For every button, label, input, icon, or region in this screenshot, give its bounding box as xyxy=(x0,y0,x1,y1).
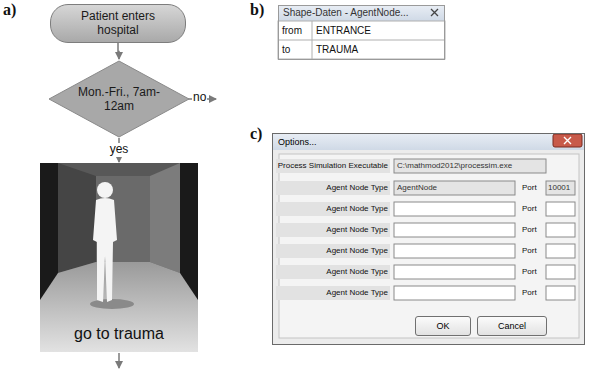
ok-button: OK xyxy=(415,316,471,336)
edge-label: yes xyxy=(108,143,131,157)
port-field xyxy=(546,223,575,237)
field-label: Port xyxy=(522,267,537,276)
panel-letter: a) xyxy=(3,1,16,19)
field-label-bar xyxy=(276,202,390,216)
exit-arrow xyxy=(118,353,120,368)
field-label: Agent Node Type xyxy=(276,204,388,213)
text-field xyxy=(394,159,546,173)
text-field xyxy=(394,265,515,279)
field-label: Agent Node Type xyxy=(276,246,388,255)
field-label-bar xyxy=(276,244,390,258)
shape-data-window xyxy=(278,5,445,59)
action-picture: go to trauma xyxy=(40,163,198,352)
decision-diamond: Mon.-Fri., 7am-12am xyxy=(48,60,190,138)
field-label: Agent Node Type xyxy=(276,183,388,192)
text-field xyxy=(394,244,515,258)
start-terminator: Patient enters hospital xyxy=(50,4,186,43)
field-label: ENTRANCE xyxy=(316,25,371,37)
panel-letter: c) xyxy=(250,125,262,143)
flow-arrow xyxy=(118,43,119,59)
port-field xyxy=(546,286,575,300)
field-label: Port xyxy=(522,183,537,192)
field-label: 10001 xyxy=(548,183,570,192)
field-label-bar xyxy=(276,159,390,173)
field-label: AgentNode xyxy=(397,183,437,192)
field-label: TRAUMA xyxy=(316,44,358,56)
field-label: from xyxy=(282,25,302,37)
field-label: Agent Node Type xyxy=(276,288,388,297)
node-text: Cancel xyxy=(498,321,526,332)
node-text: Mon.-Fri., 7am-12am xyxy=(78,85,160,114)
field-label: Process Simulation Executable xyxy=(276,161,388,170)
port-field xyxy=(546,181,575,195)
options-dialog xyxy=(272,133,585,345)
panel-letter: b) xyxy=(250,1,264,19)
node-text: Shape-Daten - AgentNode... xyxy=(283,7,440,19)
text-field xyxy=(394,286,515,300)
cancel-button: Cancel xyxy=(477,316,547,336)
field-label-bar xyxy=(276,223,390,237)
port-field xyxy=(546,202,575,216)
field-label: to xyxy=(282,44,290,56)
port-field xyxy=(546,244,575,258)
field-label: Port xyxy=(522,225,537,234)
port-field xyxy=(546,265,575,279)
field-label-bar xyxy=(276,286,390,300)
field-label: Agent Node Type xyxy=(276,267,388,276)
text-field xyxy=(394,202,515,216)
field-label: Port xyxy=(522,246,537,255)
field-label: no xyxy=(192,91,207,105)
node-text: Options... xyxy=(278,137,579,148)
field-label: Port xyxy=(522,288,537,297)
node-text: go to trauma xyxy=(74,324,164,343)
text-field xyxy=(394,181,515,195)
node-text: OK xyxy=(436,321,449,332)
field-label: C:\mathmod2012\processim.exe xyxy=(397,161,512,170)
room-illustration xyxy=(40,163,198,352)
field-label-bar xyxy=(276,265,390,279)
field-label-bar xyxy=(276,181,390,195)
field-label: Agent Node Type xyxy=(276,225,388,234)
text-field xyxy=(394,223,515,237)
field-label: Port xyxy=(522,204,537,213)
node-text: Patient enters hospital xyxy=(63,9,173,38)
